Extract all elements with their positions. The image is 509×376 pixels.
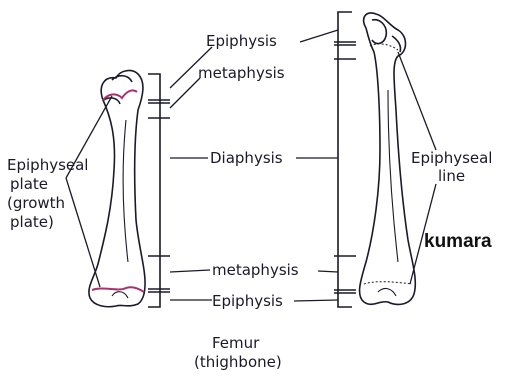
label-epiphyseal-plate-line-3: (growth: [7, 194, 65, 212]
right-femur-adult-bone: [360, 13, 416, 304]
label-epiphyseal-plate: Epiphyseal plate (growth plate): [7, 156, 88, 231]
right-femur-outline: [360, 13, 416, 304]
label-metaphysis-top: metaphysis: [198, 64, 285, 82]
right-region-bracket: [334, 12, 356, 307]
label-diaphysis: Diaphysis: [210, 149, 283, 167]
label-epiphyseal-plate-line-2: plate: [10, 175, 48, 193]
label-epiphyseal-line-1: Epiphyseal: [411, 149, 492, 167]
label-epiphyseal-plate-line-4: plate): [10, 213, 54, 231]
caption-line-2: (thighbone): [194, 353, 282, 371]
label-epiphyseal-plate-line-1: Epiphyseal: [7, 156, 88, 174]
label-epiphyseal-line-2: line: [438, 167, 465, 185]
label-metaphysis-bottom: metaphysis: [212, 261, 299, 279]
caption-line-1: Femur: [212, 334, 260, 352]
watermark-text: kumara: [424, 231, 492, 253]
left-femur-outline: [89, 71, 145, 307]
label-epiphyseal-line: Epiphyseal line: [411, 149, 492, 185]
left-femur-growing-bone: [89, 71, 145, 307]
left-region-bracket: [148, 74, 170, 307]
label-epiphysis-bottom: Epiphysis: [212, 292, 283, 310]
label-epiphysis-top: Epiphysis: [206, 32, 277, 50]
caption: Femur (thighbone): [194, 334, 282, 371]
